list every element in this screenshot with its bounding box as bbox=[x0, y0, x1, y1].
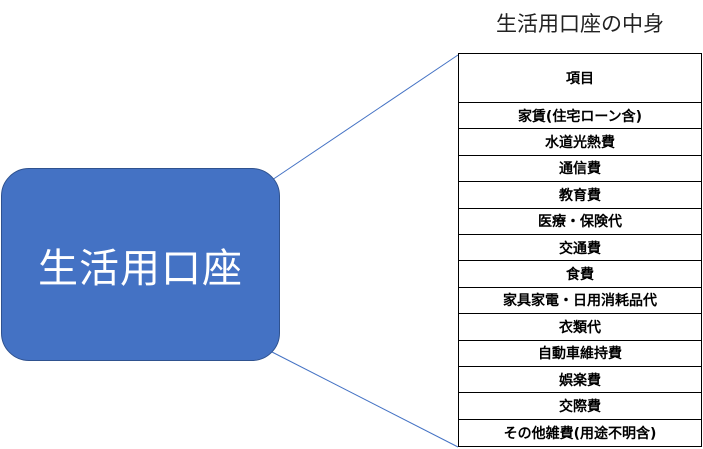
table-row: 娯楽費 bbox=[459, 367, 701, 394]
table-row: 医療・保険代 bbox=[459, 209, 701, 235]
table-row: 家賃(住宅ローン含) bbox=[459, 103, 701, 130]
table-header: 項目 bbox=[459, 54, 701, 103]
table-row: 食費 bbox=[459, 261, 701, 288]
items-table: 項目 家賃(住宅ローン含) 水道光熱費 通信費 教育費 医療・保険代 交通費 食… bbox=[458, 53, 702, 448]
account-label: 生活用口座 bbox=[38, 245, 243, 292]
account-box: 生活用口座 bbox=[1, 168, 280, 361]
connector-line-bottom bbox=[271, 351, 459, 448]
table-row: 水道光熱費 bbox=[459, 129, 701, 156]
table-row: 交通費 bbox=[459, 235, 701, 262]
table-row: 教育費 bbox=[459, 182, 701, 209]
connector-line-top bbox=[271, 54, 459, 181]
table-title: 生活用口座の中身 bbox=[496, 12, 664, 36]
table-row: 衣類代 bbox=[459, 314, 701, 341]
table-row: その他雑費(用途不明含) bbox=[503, 425, 657, 442]
table-row: 自動車維持費 bbox=[459, 341, 701, 367]
table-row: 家具家電・日用消耗品代 bbox=[459, 288, 701, 315]
table-row: 交際費 bbox=[459, 393, 701, 420]
table-row: 通信費 bbox=[459, 156, 701, 183]
